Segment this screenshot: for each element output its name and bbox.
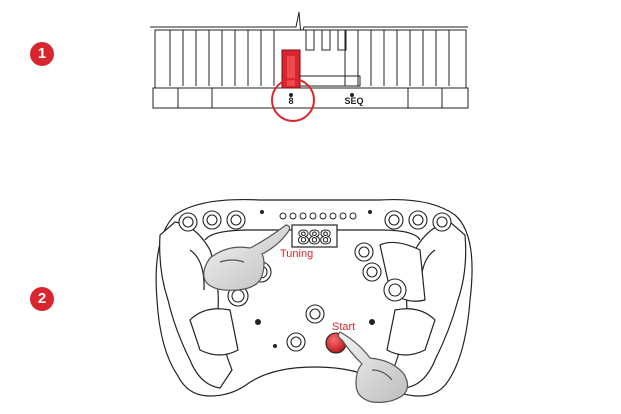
panel-ribs	[169, 30, 450, 86]
figure-1-switch-panel	[150, 11, 469, 109]
tuning-label: Tuning	[280, 248, 313, 260]
rotary-knobs-left	[178, 210, 246, 232]
gear-display	[291, 224, 338, 248]
mode-8-dot	[289, 93, 293, 97]
display-digits: 888	[298, 227, 331, 249]
highlight-circle	[271, 78, 315, 122]
hand-pointer-icon	[337, 331, 409, 403]
mode-label-8: 8	[288, 96, 293, 106]
hand-pointer-icon	[203, 224, 291, 291]
right-buttons	[354, 242, 407, 302]
mode-seq-dot	[350, 93, 354, 97]
step-2-badge: 2	[30, 287, 54, 311]
rotary-knobs-right	[384, 210, 452, 232]
rev-led-row	[279, 212, 357, 220]
start-label: Start	[332, 321, 355, 333]
step-1-badge: 1	[30, 42, 54, 66]
mode-label-seq: SEQ	[344, 96, 363, 106]
